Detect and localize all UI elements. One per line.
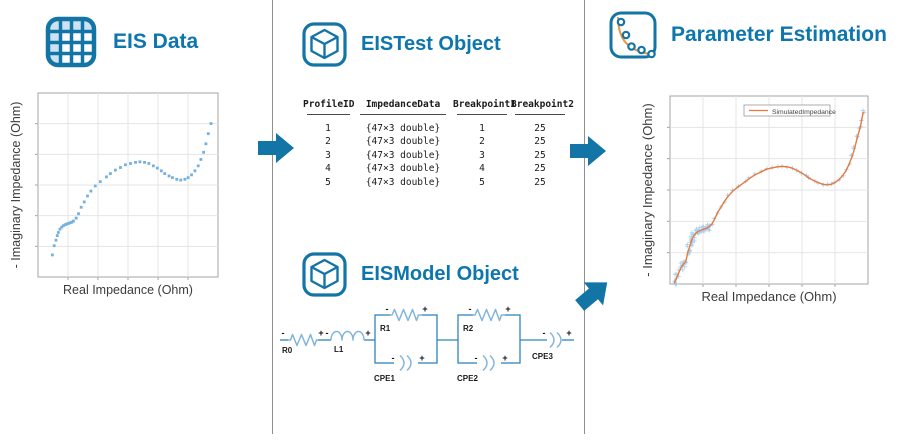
eis-data-nyquist-plot: Real Impedance (Ohm) - Imaginary Impedanc… (9, 92, 219, 297)
label-r2: R2 (463, 324, 474, 333)
table-cell: 25 (534, 176, 546, 188)
table-cell: 1 (479, 122, 485, 134)
svg-text:-: - (326, 328, 329, 338)
x-axis-label: Real Impedance (Ohm) (701, 289, 836, 304)
table-cell: 25 (534, 122, 546, 134)
svg-text:-: - (475, 353, 478, 363)
cube-icon (302, 252, 347, 297)
table-cell: {47×3 double} (365, 136, 441, 147)
curve-fit-icon (609, 11, 657, 59)
header-underline (511, 112, 569, 122)
table-cell: {47×3 double} (365, 149, 441, 161)
x-axis-label: Real Impedance (Ohm) (63, 283, 193, 297)
grid-lines (38, 93, 218, 277)
table-column-header: ProfileID (303, 99, 355, 110)
eis-data-header: EIS Data (42, 13, 198, 71)
table-column-header: Breakpoint1 (453, 99, 516, 110)
table-cell: 25 (534, 149, 546, 161)
svg-text:+: + (566, 328, 571, 338)
label-l1: L1 (334, 345, 344, 354)
y-axis-label: - Imaginary Impedance (Ohm) (9, 102, 23, 269)
eismodel-header: EISModel Object (301, 251, 519, 298)
table-cell: 5 (479, 176, 485, 188)
table-cell: 4 (325, 163, 331, 174)
table-column-header: Breakpoint2 (511, 99, 574, 110)
svg-text:+: + (318, 328, 323, 338)
grid-table-icon (45, 16, 97, 68)
resistor-r0 (288, 333, 318, 347)
table-cell: 2 (325, 136, 331, 147)
header-underline (303, 112, 353, 122)
resistor-r2 (473, 308, 505, 322)
table-cell: {47×3 double} (365, 176, 441, 188)
simulated-impedance-curve (673, 111, 864, 284)
flow-arrow-model-to-estimation (575, 282, 608, 311)
svg-text:+: + (419, 353, 424, 363)
axis-ticks (667, 126, 836, 287)
table-cell: {47×3 double} (365, 122, 441, 134)
cpe2-element (482, 354, 495, 372)
y-axis-label: - Imaginary Impedance (Ohm) (640, 103, 655, 276)
eis-data-title: EIS Data (113, 30, 199, 53)
parameter-estimation-title: Parameter Estimation (671, 23, 887, 46)
svg-text:+: + (502, 353, 507, 363)
label-r1: R1 (380, 324, 391, 333)
header-underline (453, 112, 511, 122)
resistor-r1 (390, 308, 422, 322)
svg-text:+: + (422, 304, 427, 314)
axis-ticks (35, 123, 189, 280)
cpe3-element (549, 331, 562, 349)
parameter-estimation-plot: Real Impedance (Ohm) - Imaginary Impedanc… (640, 95, 869, 304)
table-cell: 4 (479, 163, 485, 174)
table-cell: {47×3 double} (365, 163, 441, 174)
label-cpe1: CPE1 (374, 374, 395, 383)
eistest-header: EISTest Object (301, 21, 501, 68)
table-cell: 25 (534, 163, 546, 174)
cpe1-element (399, 354, 412, 372)
cube-icon (302, 22, 347, 67)
circuit-component-labels: R0 L1 R1 CPE1 R2 CPE2 CPE3 (282, 324, 553, 383)
legend-entry: SimulatedImpedance (772, 109, 836, 116)
label-cpe2: CPE2 (457, 374, 478, 383)
svg-text:+: + (505, 304, 510, 314)
equivalent-circuit-diagram: -+ -+ -+ -+ -+ -+ -+ R0 L1 R1 CPE1 R2 CP… (280, 304, 574, 383)
table-cell: 2 (479, 136, 485, 147)
circuit-wires (280, 314, 574, 364)
circuit-polarity-signs: -+ -+ -+ -+ -+ -+ -+ (282, 304, 572, 363)
table-cell: 1 (325, 122, 331, 134)
svg-text:-: - (469, 304, 472, 314)
svg-text:-: - (282, 328, 285, 338)
svg-text:-: - (392, 353, 395, 363)
label-cpe3: CPE3 (532, 352, 553, 361)
svg-text:-: - (386, 304, 389, 314)
flow-arrow-data-to-test (258, 133, 294, 163)
panel-divider-right (584, 0, 585, 434)
grid-lines (670, 96, 868, 284)
eismodel-title: EISModel Object (361, 263, 519, 285)
eistest-title: EISTest Object (361, 33, 501, 55)
circuit-components (288, 308, 562, 372)
table-column-header: ImpedanceData (365, 99, 441, 110)
plot-frame (35, 92, 219, 280)
label-r0: R0 (282, 346, 293, 355)
scatter-points (51, 122, 213, 257)
table-cell: 3 (479, 149, 485, 161)
inductor-l1 (330, 330, 365, 341)
flow-arrow-test-to-estimation (570, 136, 606, 166)
panel-divider-left (272, 0, 273, 434)
header-underline (353, 112, 453, 122)
legend: SimulatedImpedance (743, 104, 836, 117)
table-cell: 25 (534, 136, 546, 147)
plot-frame (667, 95, 869, 287)
table-cell: 3 (325, 149, 331, 161)
svg-text:+: + (365, 328, 370, 338)
table-cell: 5 (325, 176, 331, 188)
svg-text:-: - (543, 328, 546, 338)
parameter-estimation-header: Parameter Estimation (608, 10, 887, 60)
